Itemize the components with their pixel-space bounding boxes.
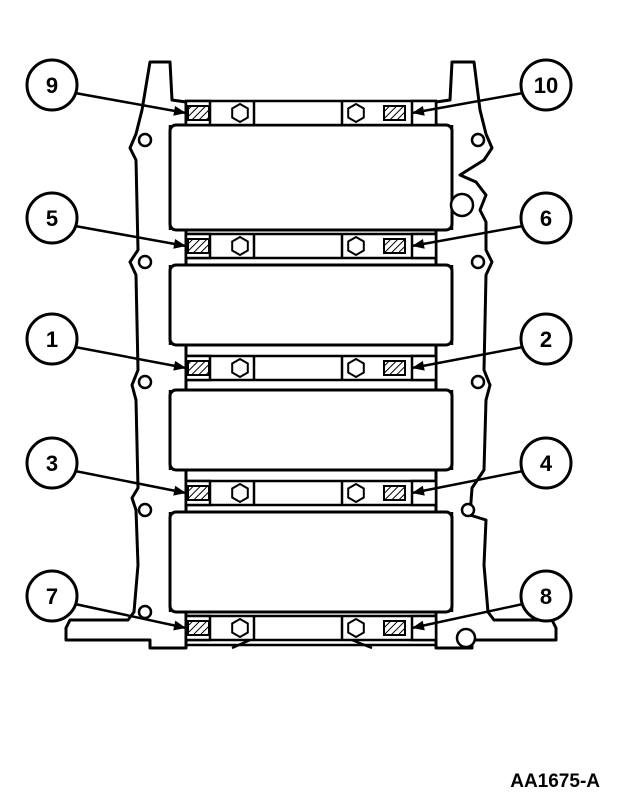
leader-line <box>74 345 187 370</box>
bolt-right <box>383 620 406 636</box>
hex-bolt-left <box>231 102 249 124</box>
callout-leaders <box>74 91 524 631</box>
bolt-right <box>383 238 406 254</box>
bearing-cap <box>184 99 438 127</box>
callout-number: 7 <box>46 584 58 609</box>
bolt-left <box>187 238 210 254</box>
hex-bolt-right <box>347 357 365 379</box>
leader-line <box>74 224 187 248</box>
callout-7: 7 <box>25 569 79 623</box>
leader-line <box>411 91 524 115</box>
callout-number: 9 <box>46 73 58 98</box>
leader-line <box>411 345 524 370</box>
hex-bolt-left <box>231 617 249 639</box>
bearing-cap <box>184 479 438 507</box>
leader-line <box>411 469 524 495</box>
hex-bolt-left <box>231 357 249 379</box>
callout-number: 6 <box>540 206 552 231</box>
hex-bolt-right <box>347 102 365 124</box>
callout-number: 2 <box>540 327 552 352</box>
callout-8: 8 <box>519 569 573 623</box>
bearing-cap <box>184 614 438 642</box>
leader-arrowhead <box>412 105 425 116</box>
bolt-right <box>383 105 406 121</box>
bolt-right <box>383 485 406 501</box>
hex-bolt-left <box>231 235 249 257</box>
leader-arrowhead <box>173 620 186 631</box>
callout-number: 10 <box>534 73 558 98</box>
callouts: 9 10 5 6 1 2 3 4 7 8 <box>25 58 573 623</box>
callout-2: 2 <box>519 312 573 366</box>
leader-arrowhead <box>412 360 425 371</box>
callout-number: 4 <box>540 451 553 476</box>
leader-arrowhead <box>412 238 425 249</box>
leader-arrowhead <box>173 360 186 371</box>
hex-bolt-left <box>231 482 249 504</box>
cavities <box>168 123 454 614</box>
callout-6: 6 <box>519 191 573 245</box>
callout-number: 5 <box>46 206 58 231</box>
hex-bolt-right <box>347 235 365 257</box>
bolt-left <box>187 105 210 121</box>
callout-10: 10 <box>519 58 573 112</box>
callout-number: 8 <box>540 584 552 609</box>
leader-line <box>411 602 524 630</box>
leader-arrowhead <box>173 485 186 496</box>
leader-arrowhead <box>173 238 186 249</box>
bolt-left <box>187 485 210 501</box>
leader-line <box>74 602 187 630</box>
leader-line <box>411 224 524 248</box>
hex-bolt-right <box>347 482 365 504</box>
bearing-cap <box>184 354 438 382</box>
callout-1: 1 <box>25 312 79 366</box>
bearing-cap <box>184 232 438 260</box>
bolt-right <box>383 360 406 376</box>
callout-5: 5 <box>25 191 79 245</box>
bolt-left <box>187 360 210 376</box>
leader-arrowhead <box>173 105 186 116</box>
callout-9: 9 <box>25 58 79 112</box>
bolt-left <box>187 620 210 636</box>
leader-arrowhead <box>412 485 425 496</box>
callout-number: 1 <box>46 327 58 352</box>
callout-3: 3 <box>25 436 79 490</box>
callout-number: 3 <box>46 451 58 476</box>
figure-id: AA1675-A <box>510 771 600 792</box>
callout-4: 4 <box>519 436 573 490</box>
hex-bolt-right <box>347 617 365 639</box>
leader-line <box>74 469 187 495</box>
side-holes <box>137 132 486 649</box>
leader-arrowhead <box>412 620 425 631</box>
leader-line <box>74 91 187 115</box>
